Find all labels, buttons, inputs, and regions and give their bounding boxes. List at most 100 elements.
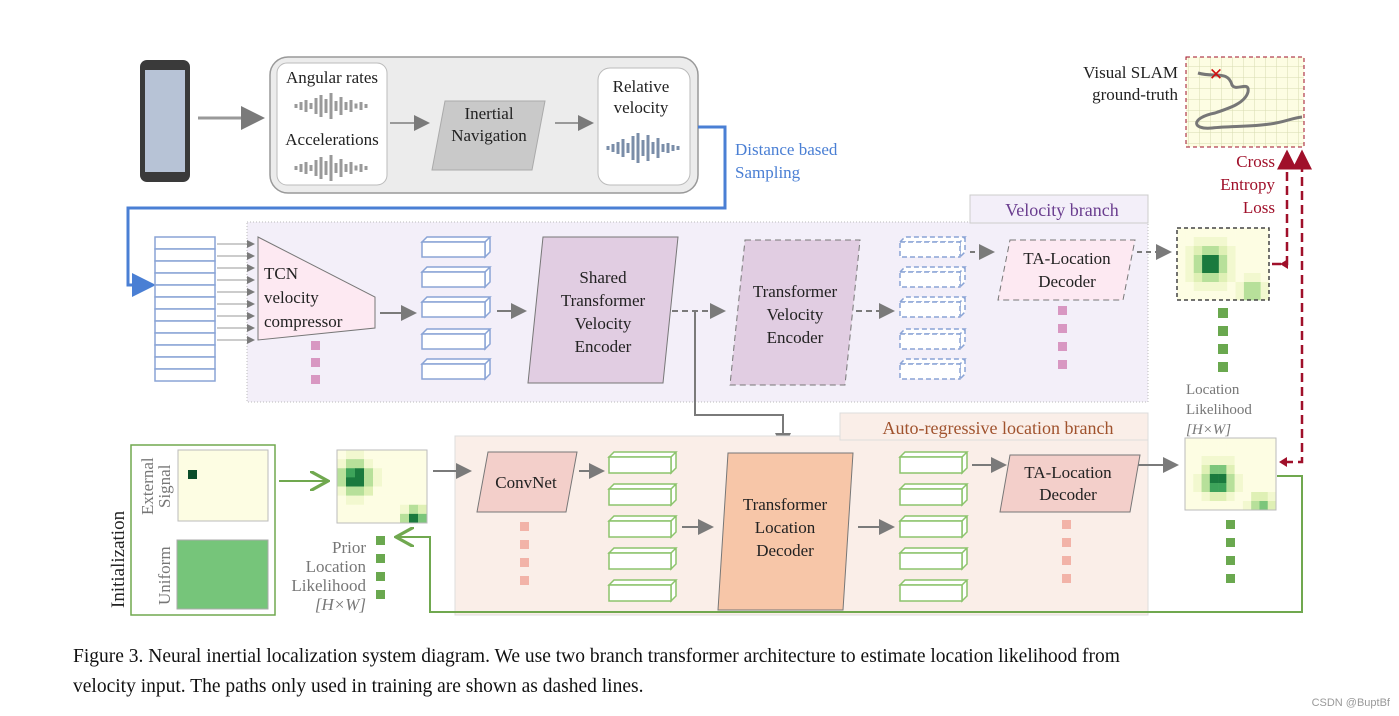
location-likelihood-heatmap — [1184, 437, 1277, 511]
heatmap-cell — [1234, 492, 1244, 502]
heatmap-cell — [409, 513, 419, 524]
wave-bar — [354, 165, 358, 171]
token-cube — [608, 456, 672, 474]
heatmap-cell — [1259, 456, 1269, 466]
prior-label: [H×W] — [315, 595, 366, 614]
heatmap-cell — [364, 486, 374, 496]
heatmap-cell — [1267, 456, 1277, 466]
heatmap-cell — [418, 459, 428, 469]
heatmap-cell — [1227, 237, 1236, 247]
heatmap-cell — [391, 513, 401, 524]
heatmap-cell — [337, 477, 347, 487]
heatmap-cell — [1202, 273, 1211, 283]
wave-bar — [314, 160, 318, 176]
wave-bar — [349, 162, 353, 174]
token-cube — [899, 271, 961, 288]
dot — [1058, 324, 1067, 333]
wave-bar — [339, 159, 343, 177]
accelerations-label: Accelerations — [285, 130, 378, 149]
tcn-label: velocity — [264, 288, 319, 307]
heatmap-cell — [391, 486, 401, 496]
heatmap-cell — [1227, 291, 1236, 301]
velocity-encoder-block — [729, 239, 861, 386]
heatmap-cell — [1193, 237, 1203, 247]
heatmap-cell — [337, 513, 347, 524]
input-row — [154, 272, 216, 286]
prior-label: Likelihood — [291, 576, 366, 595]
heatmap-cell — [337, 450, 347, 460]
wave-bar — [364, 166, 368, 170]
heatmap-cell — [373, 450, 383, 460]
wave-bar — [651, 142, 655, 154]
velocity-likelihood-heatmap — [1176, 227, 1270, 301]
heatmap-cell — [373, 477, 383, 487]
heatmap-cell — [355, 468, 365, 478]
heatmap-cell — [1202, 264, 1211, 274]
wave-bar — [671, 145, 675, 151]
heatmap-cell — [1185, 492, 1194, 502]
heatmap-cell — [346, 486, 356, 496]
heatmap-cell — [1209, 438, 1219, 448]
phone-icon — [140, 60, 190, 182]
heatmap-cell — [1193, 282, 1203, 292]
heatmap-cell — [1259, 501, 1269, 511]
heatmap-cell — [1226, 465, 1235, 475]
heatmap-cell — [1218, 492, 1227, 502]
heatmap-cell — [1234, 438, 1244, 448]
heatmap-cell — [1226, 483, 1235, 493]
feature-tokens — [420, 236, 492, 381]
heatmap-cell — [1185, 447, 1194, 457]
heatmap-cell — [1218, 447, 1227, 457]
heatmap-cell — [418, 450, 428, 460]
heatmap-cell — [1209, 474, 1219, 484]
heatmap-cell — [1252, 255, 1261, 265]
wave-bar — [319, 95, 323, 117]
heatmap-cell — [1251, 483, 1260, 493]
heatmap-cell — [382, 468, 392, 478]
shared-to-decoder-arrow — [694, 311, 791, 449]
external-signal-point — [188, 470, 197, 479]
heatmap-cell — [1235, 282, 1245, 292]
dot — [520, 576, 529, 585]
heatmap-cell — [1202, 291, 1211, 301]
input-row — [154, 320, 216, 334]
heatmap-cell — [1185, 501, 1194, 511]
heatmap-cell — [1193, 474, 1202, 484]
heatmap-cell — [1226, 447, 1235, 457]
heatmap-cell — [409, 459, 419, 469]
heatmap-cell — [346, 504, 356, 515]
waveform-icon — [294, 155, 368, 181]
token-cube — [899, 456, 963, 474]
slam-label: Visual SLAM — [1083, 63, 1178, 82]
heatmap-cell — [409, 504, 419, 515]
heatmap-cell — [1259, 447, 1269, 457]
input-row — [154, 356, 216, 370]
figure-caption: Figure 3. Neural inertial localization s… — [73, 646, 1120, 667]
heatmap-cell — [1218, 291, 1228, 301]
heatmap-cell — [1218, 501, 1227, 511]
heatmap-cell — [1267, 438, 1277, 448]
wave-bar — [364, 104, 368, 108]
token-cube — [899, 584, 963, 602]
heatmap-cell — [1242, 474, 1252, 484]
heatmap-cell — [346, 450, 356, 460]
heatmap-cell — [1177, 282, 1186, 292]
loss-path-location — [1284, 149, 1312, 464]
heatmap-cell — [1235, 264, 1245, 274]
heatmap-cell — [1210, 237, 1220, 247]
heatmap-cell — [1242, 501, 1252, 511]
dot — [311, 358, 320, 367]
heatmap-cell — [409, 486, 419, 496]
heatmap-cell — [1210, 273, 1220, 283]
heatmap-cell — [1210, 246, 1220, 256]
autoregressive-feedback-path — [396, 475, 1303, 613]
heatmap-cell — [382, 495, 392, 506]
heatmap-cell — [1242, 483, 1252, 493]
heatmap-cell — [1243, 255, 1253, 265]
heatmap-cell — [400, 450, 410, 460]
dot — [311, 375, 320, 384]
dot — [1062, 556, 1071, 565]
heatmap-cell — [1252, 246, 1261, 256]
wave-bar — [611, 144, 615, 152]
wave-bar — [324, 161, 328, 175]
